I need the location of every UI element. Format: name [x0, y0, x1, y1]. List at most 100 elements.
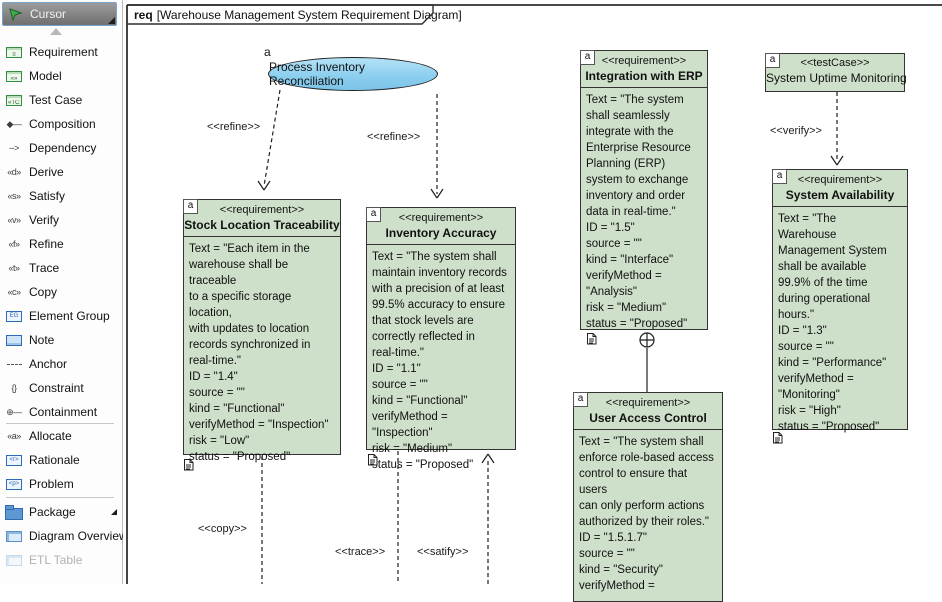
- requirement-node-system-availability[interactable]: a <<requirement>> System Availability Te…: [772, 169, 908, 433]
- frame-name: [Warehouse Management System Requirement…: [156, 8, 462, 22]
- palette-item-label: Note: [29, 333, 55, 347]
- use-case-marker: a: [264, 45, 271, 59]
- node-attributes: Text = "The system shall seamlessly inte…: [586, 94, 691, 330]
- constraint-icon: {}: [11, 383, 17, 393]
- edge-label-copy[interactable]: <<copy>>: [198, 523, 247, 535]
- composition-icon: ◆—: [6, 118, 22, 129]
- palette-item-label: Package: [29, 505, 76, 519]
- node-separator: [367, 244, 515, 245]
- palette-item-cursor[interactable]: Cursor: [2, 2, 117, 26]
- palette-item-refine[interactable]: «f»Refine: [5, 234, 119, 254]
- node-title: System Uptime Monitoring: [766, 71, 907, 85]
- palette-item-rationale[interactable]: <r> Rationale: [5, 450, 119, 470]
- node-marker: a: [580, 50, 595, 65]
- node-separator: [773, 206, 907, 207]
- edge-label-refine-left[interactable]: <<refine>>: [207, 121, 261, 133]
- copy-icon: «c»: [7, 287, 21, 297]
- palette-item-constraint[interactable]: {} Constraint: [5, 378, 119, 398]
- diagram-frame-title: req[Warehouse Management System Requirem…: [134, 8, 462, 22]
- palette-item-package[interactable]: Package: [5, 502, 119, 522]
- node-title: User Access Control: [589, 411, 707, 425]
- allocate-icon: «a»: [7, 431, 21, 441]
- problem-icon: <p>: [5, 478, 23, 490]
- node-attributes: Text = "Each item in the warehouse shall…: [189, 243, 329, 463]
- trace-icon: «t»: [8, 263, 20, 273]
- flyout-corner-icon: [108, 17, 115, 24]
- palette-item-containment[interactable]: ⊕—Containment: [5, 402, 119, 422]
- palette-item-label: Satisfy: [29, 189, 66, 203]
- palette-item-satisfy[interactable]: «s» Satisfy: [5, 186, 119, 206]
- palette-item-label: Trace: [29, 261, 60, 275]
- node-separator: [574, 429, 722, 430]
- palette-item-problem[interactable]: <p> Problem: [5, 474, 119, 494]
- package-icon: [5, 504, 23, 520]
- frame-keyword: req: [134, 8, 153, 22]
- scroll-up-icon[interactable]: [50, 28, 62, 35]
- palette-item-label: Model: [29, 69, 62, 83]
- palette-item-label: Anchor: [29, 357, 68, 371]
- note-icon: [5, 334, 23, 346]
- palette-item-label: Rationale: [29, 453, 80, 467]
- edge-label-verify[interactable]: <<verify>>: [770, 125, 822, 137]
- shape-palette: Cursor ≡Requirement «»Model «TC»Test Case ◆…: [0, 0, 128, 584]
- node-stereotype: <<requirement>>: [605, 397, 691, 409]
- anchor-icon: [5, 363, 23, 365]
- node-separator: [184, 236, 340, 237]
- requirement-node-inventory-accuracy[interactable]: a <<requirement>> Inventory Accuracy Tex…: [366, 207, 516, 471]
- palette-item-label: Derive: [29, 165, 64, 179]
- palette-item-label: ETL Table: [29, 553, 83, 567]
- node-stereotype: <<requirement>>: [601, 55, 687, 67]
- palette-item-label: Problem: [29, 477, 74, 491]
- etl-table-icon: [5, 554, 23, 566]
- palette-item-etl-table[interactable]: ETL Table: [5, 550, 119, 570]
- palette-item-verify[interactable]: «v»Verify: [5, 210, 119, 230]
- node-attributes: Text = "The system shall maintain invent…: [372, 251, 507, 471]
- node-stereotype: <<requirement>>: [797, 174, 883, 186]
- palette-item-test-case[interactable]: «TC»Test Case: [5, 90, 119, 110]
- requirement-icon: ≡: [5, 46, 23, 58]
- palette-item-model[interactable]: «»Model: [5, 66, 119, 86]
- palette-item-dependency[interactable]: -->Dependency: [5, 138, 119, 158]
- node-marker: a: [765, 53, 780, 68]
- palette-item-label: Constraint: [29, 381, 84, 395]
- rationale-icon: <r>: [5, 454, 23, 466]
- palette-item-trace[interactable]: «t» Trace: [5, 258, 119, 278]
- palette-item-composition[interactable]: ◆— Composition: [5, 114, 119, 134]
- use-case-process-inventory-reconciliation[interactable]: Process Inventory Reconciliation: [268, 57, 438, 91]
- palette-item-label: Containment: [29, 405, 98, 419]
- palette-item-anchor[interactable]: Anchor: [5, 354, 119, 374]
- palette-item-label: Cursor: [30, 7, 67, 21]
- node-stereotype: <<testCase>>: [800, 57, 870, 69]
- node-separator: [581, 87, 707, 88]
- node-attributes: Text = "The system shall enforce role-ba…: [579, 436, 714, 592]
- node-marker: a: [573, 392, 588, 407]
- node-attributes: Text = "The Warehouse Management System …: [778, 213, 887, 433]
- requirement-node-integration-with-erp[interactable]: a <<requirement>> Integration with ERP T…: [580, 50, 708, 330]
- palette-item-derive[interactable]: «d» Derive: [5, 162, 119, 182]
- palette-item-requirement[interactable]: ≡Requirement: [5, 42, 119, 62]
- diagram-overview-icon: [5, 530, 23, 542]
- edge-label-satisfy[interactable]: <<satify>>: [417, 546, 469, 558]
- node-title: System Availability: [785, 188, 895, 202]
- palette-divider: [6, 423, 114, 424]
- edge-label-trace[interactable]: <<trace>>: [335, 546, 386, 558]
- requirement-node-stock-location-traceability[interactable]: a <<requirement>> Stock Location Traceab…: [183, 199, 341, 463]
- cursor-icon: [9, 8, 23, 21]
- test-case-node-system-uptime-monitoring[interactable]: a <<testCase>> System Uptime Monitoring: [765, 53, 907, 92]
- palette-item-allocate[interactable]: «a»Allocate: [5, 426, 119, 446]
- palette-item-copy[interactable]: «c»Copy: [5, 282, 119, 302]
- satisfy-icon: «s»: [7, 191, 21, 201]
- element-group-icon: EG: [5, 310, 23, 322]
- node-stereotype: <<requirement>>: [219, 204, 305, 216]
- palette-item-note[interactable]: Note: [5, 330, 119, 350]
- node-stereotype: <<requirement>>: [398, 212, 484, 224]
- refine-icon: «f»: [8, 239, 20, 249]
- edge-label-refine-right[interactable]: <<refine>>: [367, 131, 421, 143]
- derive-icon: «d»: [7, 167, 21, 177]
- palette-item-label: Composition: [29, 117, 96, 131]
- palette-item-diagram-overview[interactable]: Diagram Overview: [5, 526, 128, 546]
- requirement-node-user-access-control[interactable]: a <<requirement>> User Access Control Te…: [573, 392, 723, 602]
- palette-divider: [6, 497, 114, 498]
- dependency-icon: -->: [9, 143, 19, 153]
